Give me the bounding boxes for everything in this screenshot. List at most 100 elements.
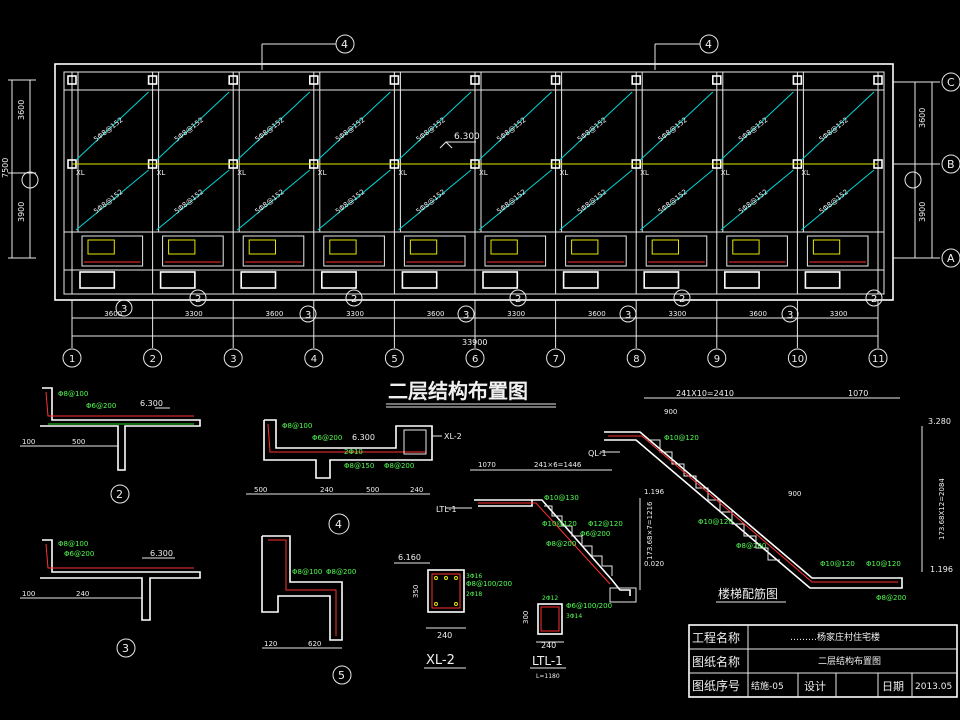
callout-4-right-label: 4 — [705, 38, 712, 51]
stair2-bar-2: Φ10@120 — [698, 518, 733, 526]
stair1-span-1: 1070 — [478, 461, 496, 469]
left-dimensions: 3600 3900 7500 — [1, 79, 39, 259]
grid-axis-bubble — [304, 348, 324, 368]
d2-bar-1: Φ8@100 — [58, 390, 88, 398]
d4-dim-1: 500 — [254, 486, 267, 494]
d2-bar-2: Φ6@200 — [86, 402, 116, 410]
stair1-bar-4: Φ6@200 — [580, 530, 610, 538]
slab-rebar-label: 5Φ8@152 — [415, 188, 447, 216]
bay-span-dim: 3300 — [669, 310, 687, 318]
grid-axis-label: 3 — [230, 354, 236, 365]
slab-rebar-label: 5Φ8@152 — [92, 188, 124, 216]
d5-bar-2: Φ8@200 — [326, 568, 356, 576]
d4-number: 4 — [335, 518, 342, 531]
ltl1-section: 2Φ12 Φ6@100/200 3Φ14 300 240 LTL-1 L=118… — [522, 595, 612, 680]
beam-label: XL — [801, 169, 810, 177]
plan-bays: 5Φ8@1525Φ8@152XL5Φ8@1525Φ8@152XL5Φ8@1525… — [67, 72, 885, 294]
section-callout-label: 3 — [121, 304, 127, 315]
stair1-level-2: 0.020 — [644, 560, 664, 568]
xl2-width: 240 — [437, 631, 452, 640]
slab-rebar-label: 5Φ8@152 — [818, 188, 850, 216]
beam-label: XL — [479, 169, 488, 177]
d4-dim-3: 500 — [366, 486, 379, 494]
tb-drawing-label: 图纸名称 — [692, 654, 740, 669]
slab-rebar-label: 5Φ8@152 — [334, 116, 366, 144]
tb-project-value: ………杨家庄村住宅楼 — [790, 631, 880, 643]
beam-label: XL — [76, 169, 85, 177]
axis-bubble-b — [941, 154, 960, 174]
grid-axis-bubble — [143, 348, 163, 368]
d5-dim-1: 120 — [264, 640, 277, 648]
section-callout — [457, 305, 475, 323]
tb-drawing-value: 二层结构布置图 — [818, 655, 881, 667]
slab-rebar-label: 5Φ8@152 — [92, 116, 124, 144]
d3-bar-2: Φ6@200 — [64, 550, 94, 558]
stair1-bar-5: Φ8@200 — [546, 540, 576, 548]
callout-4-left — [335, 34, 355, 54]
section-callout-label: 2 — [871, 294, 877, 305]
bay-span-dim: 3600 — [588, 310, 606, 318]
stair1-bar-2: Φ12@120 — [588, 520, 623, 528]
slab-rebar-label: 5Φ8@152 — [576, 116, 608, 144]
slab-rebar-label: 5Φ8@152 — [818, 116, 850, 144]
stair1-bar-3: Φ10@120 — [542, 520, 577, 528]
beam-label: XL — [237, 169, 246, 177]
detail-2: 6.300 Φ8@100 Φ6@200 100 500 2 — [20, 387, 201, 504]
stair1-rise: 173.68×7=1216 — [646, 501, 654, 560]
slab-rebar-label: 5Φ8@152 — [737, 188, 769, 216]
left-dim-2: 3900 — [17, 202, 26, 222]
d4-bar-4: Φ8@150 — [344, 462, 374, 470]
stair2-bar-4: Φ10@120 — [820, 560, 855, 568]
section-callout-label: 2 — [195, 294, 201, 305]
right-dim-1: 3600 — [918, 108, 927, 128]
bay-span-dim: 3600 — [749, 310, 767, 318]
stair2-bar-6: Φ8@200 — [876, 594, 906, 602]
beam-label: XL — [157, 169, 166, 177]
slab-rebar-label: 5Φ8@152 — [657, 116, 689, 144]
ltl1-bar-1: Φ6@100/200 — [566, 602, 612, 610]
d5-dim-2: 620 — [308, 640, 321, 648]
left-dim-total: 7500 — [1, 158, 10, 178]
stair1-bar-1: Φ10@130 — [544, 494, 579, 502]
slab-rebar-label: 5Φ8@152 — [254, 188, 286, 216]
d4-bar-3: 2Φ10 — [344, 448, 363, 456]
xl2-height: 350 — [412, 585, 420, 598]
d3-dim-2: 240 — [76, 590, 89, 598]
grid-axis-label: 5 — [391, 354, 397, 365]
grid-axis-bubble — [626, 348, 646, 368]
stair2-bar-1: Φ10@120 — [664, 434, 699, 442]
total-span: 33900 — [462, 338, 487, 347]
grid-axis-label: 1 — [69, 354, 75, 365]
ltl1-bar-2: 2Φ12 — [542, 595, 558, 602]
tb-sheet-label: 图纸序号 — [692, 678, 740, 693]
xl2-bar-3: 2Φ18 — [466, 591, 482, 598]
slab-rebar-label: 5Φ8@152 — [173, 116, 205, 144]
plan-frame — [54, 63, 894, 301]
grid-axis-label: 2 — [150, 354, 156, 365]
bay-span-dim: 3300 — [185, 310, 203, 318]
stair2-span-3: 900 — [664, 408, 677, 416]
plan-level-tag: 6.300 — [439, 132, 480, 149]
section-callout-label: 2 — [351, 294, 357, 305]
slab-rebar-label: 5Φ8@152 — [173, 188, 205, 216]
stair2-bar-3: Φ8@200 — [736, 542, 766, 550]
axis-bubble-c — [941, 72, 960, 92]
d4-bar-5: Φ8@200 — [384, 462, 414, 470]
axis-label-c: C — [947, 76, 955, 89]
left-dim-1: 3600 — [17, 100, 26, 120]
ltl1-width: 240 — [541, 641, 556, 650]
d5-number: 5 — [338, 669, 345, 682]
d5-bar-1: Φ8@100 — [292, 568, 322, 576]
d3-bar-1: Φ8@100 — [58, 540, 88, 548]
grid-axis-bubble — [787, 348, 807, 368]
grid-axis-label: 4 — [311, 354, 317, 365]
beam-label: XL — [398, 169, 407, 177]
grid-axis-label: 9 — [714, 354, 720, 365]
d2-dim-2: 500 — [72, 438, 85, 446]
grid-axis-label: 10 — [791, 354, 804, 365]
bay-span-dim: 3600 — [266, 310, 284, 318]
section-callout — [509, 289, 527, 307]
stair2-span-2: 1070 — [848, 389, 868, 398]
